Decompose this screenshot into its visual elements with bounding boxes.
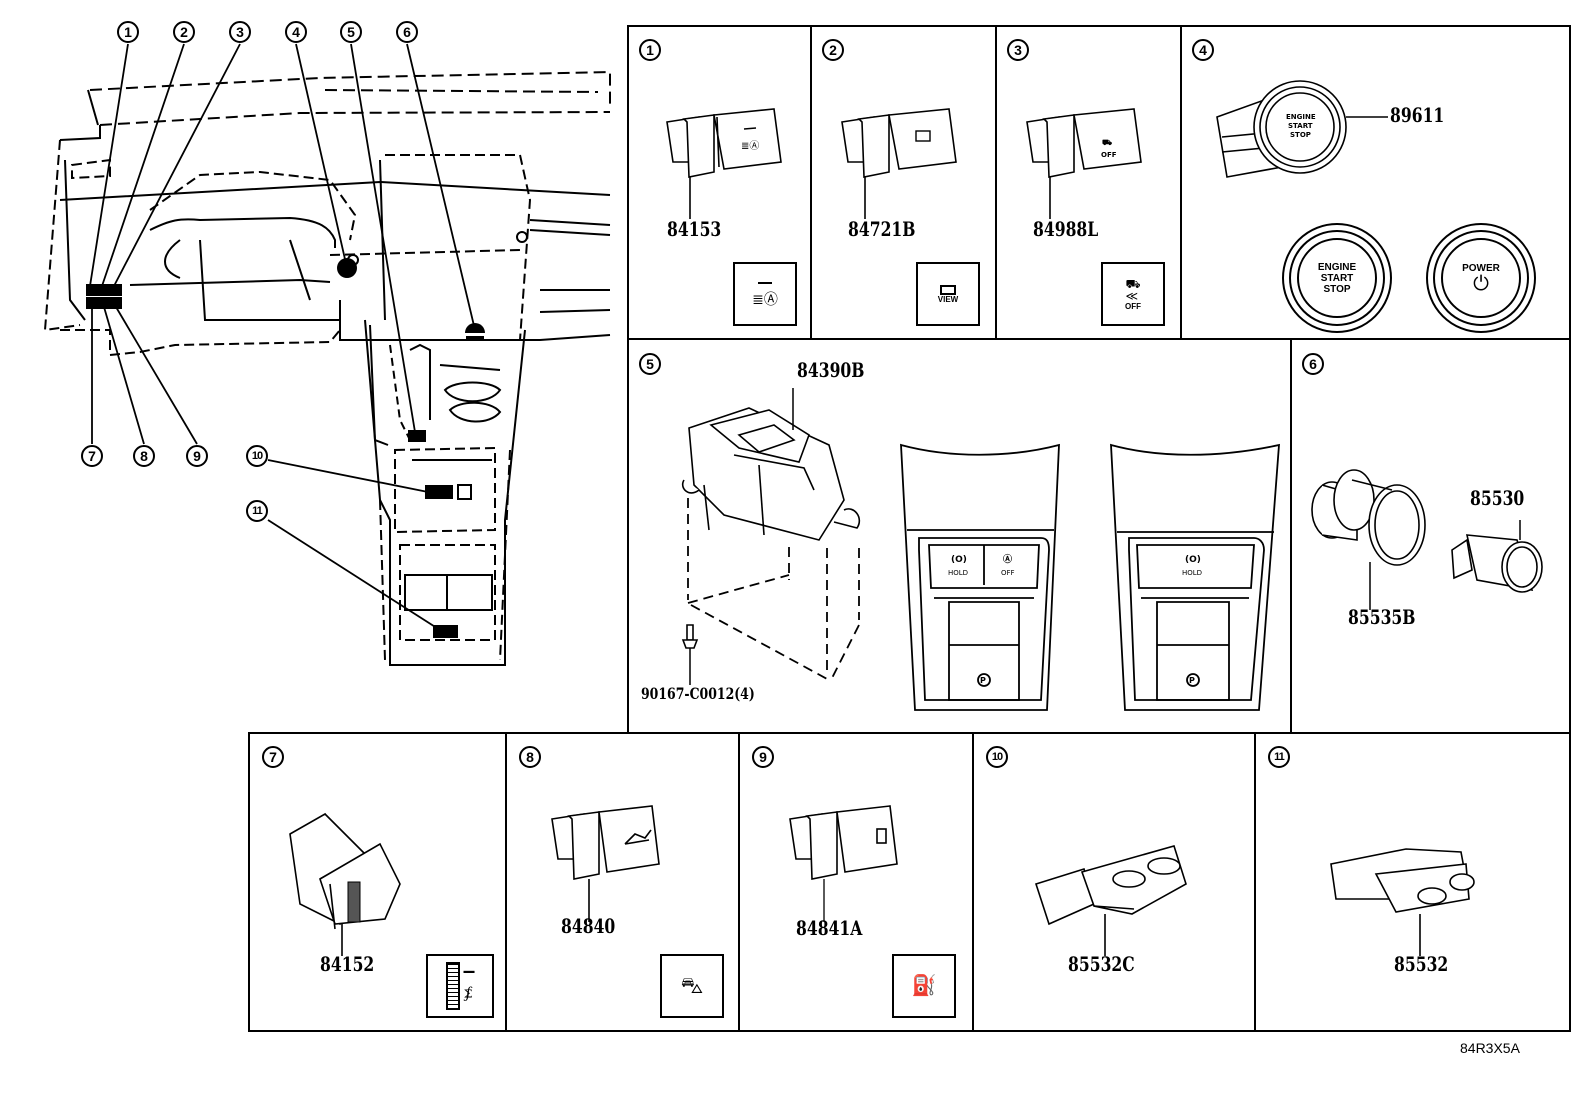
panel-1: 1 ≣Ⓐ 84153 ≣Ⓐ [627,25,812,340]
callout-8[interactable]: 8 [133,445,155,467]
panel-callout-4: 4 [1192,39,1214,61]
panel-callout-1: 1 [639,39,661,61]
svg-text:STOP: STOP [1290,131,1311,139]
callout-1[interactable]: 1 [117,21,139,43]
engine-start-stop-button: ENGINE START STOP [1282,223,1392,333]
switch-84152-drawing [289,812,401,956]
callout-6[interactable]: 6 [396,21,418,43]
parking-brake-switch-drawing: (O) HOLD Ⓐ OFF P (O) HOLD P [681,388,1280,711]
part-number-84153[interactable]: 84153 [667,217,722,241]
panel-callout-7: 7 [262,746,284,768]
svg-text:⛟: ⛟ [1102,138,1112,147]
callout-2[interactable]: 2 [173,21,195,43]
part-number-84840[interactable]: 84840 [561,914,616,938]
panel-callout-2: 2 [822,39,844,61]
icon-box-9: ⛽ [892,954,956,1018]
callout-10[interactable]: 10 [246,445,268,467]
switch-84988l-drawing: ⛟ OFF [1026,108,1142,219]
panel-8: 8 84840 ⛍ [505,732,740,1032]
callout-11[interactable]: 11 [246,500,268,522]
panel-11: 11 85532 [1254,732,1571,1032]
panel-callout-11: 11 [1268,746,1290,768]
power-button: POWER ⏻ [1426,223,1536,333]
panel-4: 4 ENGINE START STOP 89611 ENGINE START S… [1180,25,1571,340]
icon-box-1: ≣Ⓐ [733,262,797,326]
part-number-85532c[interactable]: 85532C [1068,952,1135,976]
svg-text:(O): (O) [951,555,967,565]
part-number-84841a[interactable]: 84841A [796,916,863,940]
svg-text:≣Ⓐ: ≣Ⓐ [741,140,759,152]
panel-callout-8: 8 [519,746,541,768]
switch-84721b-drawing [841,108,957,219]
svg-text:START: START [1288,122,1313,130]
marker-1-3 [86,284,122,296]
part-number-90167-c0012[interactable]: 90167-C0012(4) [641,684,755,703]
svg-text:P: P [980,676,986,685]
panel-2: 2 84721B VIEW [810,25,997,340]
svg-text:P: P [1189,676,1195,685]
panel-dimmer-headlight-level-icon: ▔⨋ [445,962,474,1010]
callout-5[interactable]: 5 [340,21,362,43]
marker-5 [408,430,426,442]
usb-port-85532c-drawing [1034,845,1187,956]
svg-text:(O): (O) [1185,555,1201,565]
callout-4[interactable]: 4 [285,21,307,43]
panel-callout-3: 3 [1007,39,1029,61]
trunk-open-icon: ⛍ [680,973,704,998]
switch-84153-drawing: ≣Ⓐ [666,108,782,219]
part-number-85532[interactable]: 85532 [1394,952,1449,976]
power-outlet-drawing [1311,469,1543,610]
part-number-84390b[interactable]: 84390B [797,358,865,382]
switch-84840-drawing [551,805,660,922]
svg-text:OFF: OFF [1001,569,1015,577]
callout-3[interactable]: 3 [229,21,251,43]
panel-10: 10 85532C [972,732,1256,1032]
switch-84841a-drawing [789,805,898,922]
part-number-85535b[interactable]: 85535B [1348,605,1416,629]
panel-callout-6: 6 [1302,353,1324,375]
marker-10 [425,485,453,499]
push-start-switch-drawing: ENGINE START STOP [1216,80,1388,178]
overview-diagram: 1 2 3 4 5 6 7 8 9 10 11 [0,0,620,720]
svg-text:OFF: OFF [1101,151,1117,159]
usb-port-85532-drawing [1330,848,1475,956]
svg-text:HOLD: HOLD [1182,569,1202,577]
dashboard-outline [43,43,611,666]
panel-3: 3 ⛟ OFF 84988L ⛟≪ OFF [995,25,1182,340]
vsc-off-icon: ⛟≪ [1125,276,1141,303]
icon-box-2: VIEW [916,262,980,326]
power-icon: ⏻ [1473,272,1489,295]
panel-7: 7 84152 ▔⨋ [248,732,507,1032]
svg-text:ENGINE: ENGINE [1286,113,1316,121]
panel-callout-5: 5 [639,353,661,375]
callout-9[interactable]: 9 [186,445,208,467]
panel-5: 5 84390B 90167-C0012(4) [627,338,1292,734]
part-number-84152[interactable]: 84152 [320,952,375,976]
part-number-85530[interactable]: 85530 [1470,486,1525,510]
illustration-reference-code: 84R3X5A [1460,1040,1520,1056]
icon-box-3: ⛟≪ OFF [1101,262,1165,326]
panel-6: 6 85530 85535B [1290,338,1571,734]
part-number-84988l[interactable]: 84988L [1033,217,1099,241]
camera-view-icon [940,284,956,295]
icon-box-7: ▔⨋ [426,954,494,1018]
marker-7-9 [86,297,122,309]
svg-text:HOLD: HOLD [948,569,968,577]
marker-11 [433,625,458,638]
fuel-door-icon: ⛽ [911,975,937,997]
part-number-89611[interactable]: 89611 [1390,103,1445,127]
svg-text:Ⓐ: Ⓐ [1003,553,1012,565]
part-number-84721b[interactable]: 84721B [848,217,916,241]
panel-callout-9: 9 [752,746,774,768]
panel-callout-10: 10 [986,746,1008,768]
panel-9: 9 84841A ⛽ [738,732,974,1032]
auto-headlight-leveling-icon: ≣Ⓐ [752,282,778,306]
callout-7[interactable]: 7 [81,445,103,467]
icon-box-8: ⛍ [660,954,724,1018]
